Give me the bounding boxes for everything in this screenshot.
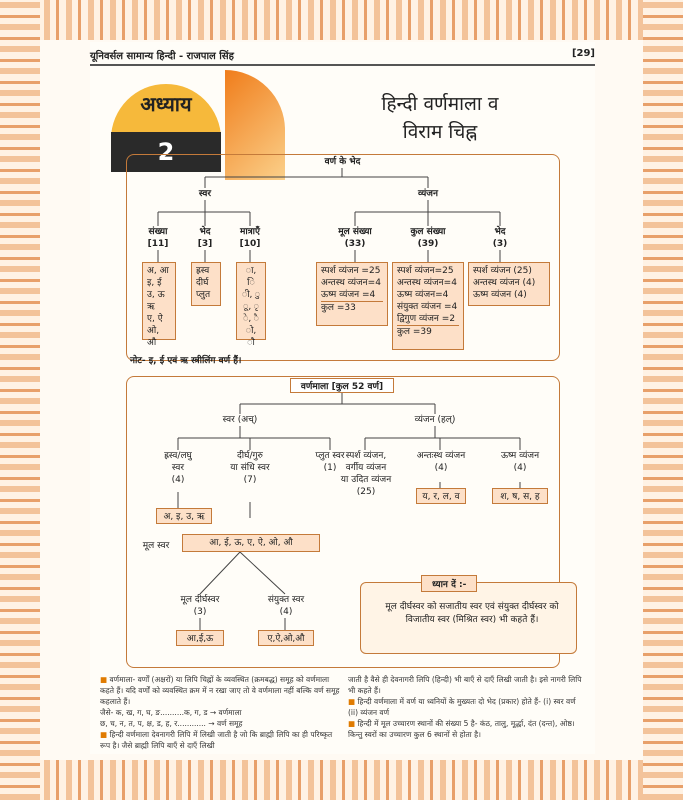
chart2-mool-deergh: मूल दीर्घस्वर(3) (180, 595, 220, 617)
chapter-label: अध्याय (140, 92, 192, 116)
header-rule (90, 64, 595, 66)
chart2-hrasva: ह्रस्व/लघुस्वर(4) (164, 451, 192, 485)
chart1-mool: मूल संख्या(33) (338, 227, 372, 249)
page-content: यूनिवर्सल सामान्य हिन्दी - राजपाल सिंह [… (90, 42, 595, 754)
chart2-ushm: ऊष्म व्यंजन(4) (500, 451, 540, 473)
body-left-example1: जैसे- क, ख, ग, घ, ङ..........क, ग, ड → व… (100, 708, 242, 717)
chart2-deergh: दीर्घ/गुरुया संधि स्वर(7) (230, 451, 270, 485)
chart2-root: वर्णमाला [कुल 52 वर्ण] (290, 378, 394, 393)
chapter-badge: अध्याय 2 (111, 84, 221, 176)
connector-lines (157, 168, 521, 630)
sanyukt-box: ए,ऐ,ओ,औ (258, 630, 314, 646)
chapter-number: 2 (111, 132, 221, 172)
chapter-title-line1: हिन्दी वर्णमाला व (381, 93, 499, 115)
chart1-sankhya: संख्या[11] (147, 227, 169, 249)
chart1-frame (126, 154, 560, 361)
chart1-vyanjan: व्यंजन (418, 189, 438, 199)
chapter-title: हिन्दी वर्णमाला व विराम चिह्न (310, 90, 570, 146)
hrasva-box: अ, इ, उ, ऋ (156, 508, 212, 524)
chart1-vbhed: भेद(3) (492, 227, 508, 249)
deergh-box: आ, ई, ऊ, ए, ऐ, ओ, औ (182, 534, 320, 552)
chart1-kul: कुल संख्या(39) (410, 227, 446, 249)
decorative-border-top (0, 0, 683, 40)
vbhed-list-box: स्पर्श व्यंजन (25)अन्तस्थ व्यंजन (4)ऊष्म… (468, 262, 550, 306)
mool-deergh-box: आ,ई,ऊ (176, 630, 224, 646)
body-left-para1: ■ वर्णमाला- वर्णों (अक्षरों) या लिपि चिह… (100, 675, 340, 706)
note-text: मूल दीर्घस्वर को सजातीय स्वर एवं संयुक्त… (385, 602, 559, 625)
body-right-para2: ■ हिन्दी वर्णमाला में वर्ण या ध्वनियों क… (348, 697, 576, 717)
note-box: ध्यान दें :- मूल दीर्घस्वर को सजातीय स्व… (360, 575, 577, 654)
body-left: ■ वर्णमाला- वर्णों (अक्षरों) या लिपि चिह… (100, 674, 340, 751)
chart1-swar: स्वर (198, 189, 212, 199)
body-right-para1: जाती है वैसे ही देवनागरी लिपि (हिन्दी) भ… (348, 675, 582, 695)
ushm-box: श, ष, स, ह (492, 488, 548, 504)
chart2-plut: प्लुत स्वर(1) (315, 451, 345, 473)
body-right-para3: ■ हिन्दी में मूल उच्चारण स्थानों की संख्… (348, 719, 575, 739)
note-tag: ध्यान दें :- (421, 575, 478, 592)
chart2-frame (126, 376, 560, 668)
chart2-vyanjan: व्यंजन (हल्) (414, 415, 456, 425)
chart2-swar: स्वर (अच्) (222, 415, 258, 425)
chart2-sanyukt: संयुक्त स्वर(4) (267, 595, 305, 617)
chart1-matrayen: मात्राएँ[10] (239, 227, 261, 249)
chart1-note: नोट- इ, ई एवं ऋ स्त्रीलिंग वर्ण हैं। (130, 356, 242, 366)
decorative-border-right (643, 0, 683, 800)
page-number: [29] (571, 48, 595, 59)
decorative-border-bottom (0, 760, 683, 800)
decorative-border-left (0, 0, 40, 800)
chart1-bhed: भेद[3] (197, 227, 213, 249)
chapter-title-line2: विराम चिह्न (402, 121, 478, 143)
body-right: जाती है वैसे ही देवनागरी लिपि (हिन्दी) भ… (348, 674, 588, 740)
chart2-antah: अन्तःस्थ व्यंजन(4) (416, 451, 466, 473)
body-left-example2: छ, च, न, त, प, क्ष, ड, ह, र............ … (100, 719, 243, 728)
mool-swar-label: मूल स्वर (142, 541, 170, 551)
matra-list-box: ा, िी, ुू, ृे, ैो, ौ (236, 262, 266, 348)
antah-box: य, र, ल, व (416, 488, 466, 504)
body-left-para2: ■ हिन्दी वर्णमाला देवनागरी लिपि में लिखी… (100, 730, 333, 750)
chart1-root: वर्ण के भेद (324, 157, 361, 167)
book-title: यूनिवर्सल सामान्य हिन्दी - राजपाल सिंह (90, 51, 234, 62)
